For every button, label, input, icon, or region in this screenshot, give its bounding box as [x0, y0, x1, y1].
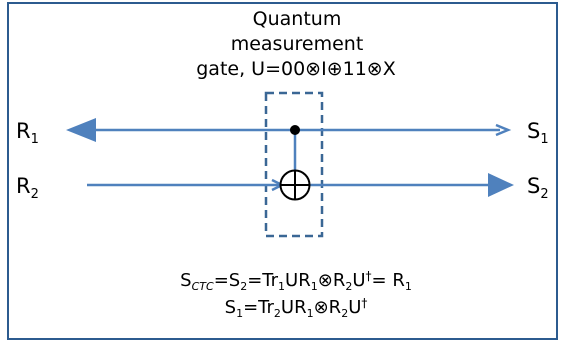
xor-target — [279, 169, 311, 201]
label-s2: S2 — [527, 174, 549, 202]
title-line-1: Quantum — [253, 8, 342, 30]
arrowhead-right-s1 — [495, 123, 512, 137]
gate-title: Quantum measurement gate, U=00⊗I⊕11⊗X — [196, 8, 395, 80]
title-line-3: gate, U=00⊗I⊕11⊗X — [196, 58, 395, 80]
label-r2: R2 — [16, 174, 39, 202]
control-dot — [290, 125, 300, 135]
label-r1: R1 — [16, 119, 39, 147]
arrowhead-right-s2 — [488, 173, 514, 197]
label-s1: S1 — [527, 119, 549, 147]
equation-line-2: S1=Tr2UR1⊗R2U† — [225, 296, 368, 320]
measurement-gate-box — [264, 91, 324, 238]
title-line-2: measurement — [231, 33, 364, 55]
diagram-frame — [7, 2, 558, 340]
equation-line-1: SCTC=S2=Tr1UR1⊗R2U†= R1 — [180, 269, 412, 293]
arrowhead-left-r1 — [66, 118, 96, 142]
